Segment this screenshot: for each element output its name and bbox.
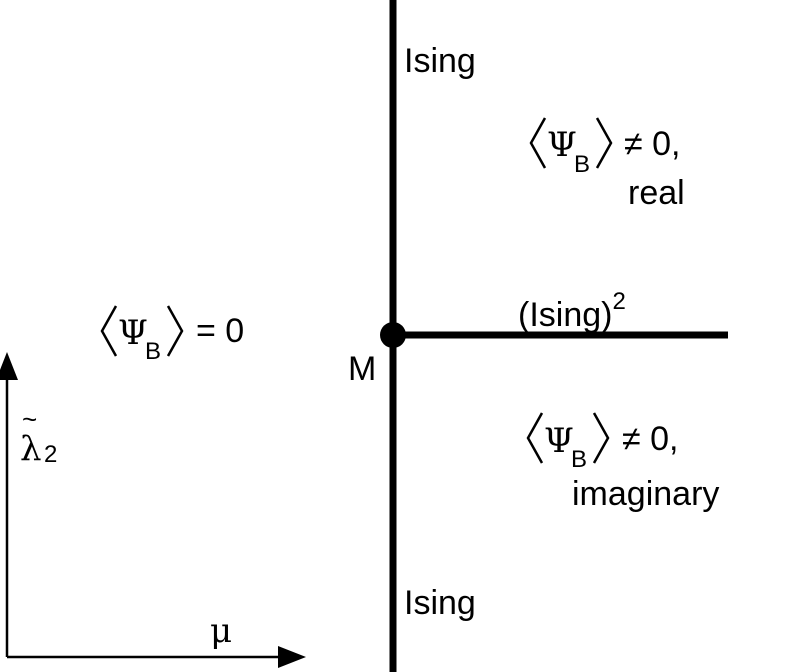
y-axis-label: ~ λ 2	[20, 404, 57, 469]
lower-ising-label: Ising	[404, 584, 476, 622]
upper-ising-label: Ising	[404, 42, 476, 80]
right-angle-bracket-icon	[595, 117, 613, 169]
region-upper-right-symbol: Ψ	[547, 125, 577, 165]
x-axis-label: μ	[210, 611, 232, 651]
y-axis-label-accent: ~	[22, 404, 37, 434]
ising-squared-label: (Ising)2	[518, 288, 626, 334]
multicritical-point-label: M	[348, 350, 376, 388]
right-angle-bracket-icon	[166, 305, 184, 357]
region-upper-right-qualifier: real	[628, 174, 685, 212]
left-angle-bracket-icon	[529, 117, 547, 169]
region-upper-right-relation: ≠ 0,	[624, 125, 680, 163]
y-axis-label-symbol: λ	[20, 429, 42, 469]
y-axis-label-subscript: 2	[44, 441, 57, 468]
region-upper-right-expression: Ψ B ≠ 0, real	[529, 117, 685, 212]
region-left-relation: = 0	[196, 312, 244, 350]
region-left-symbol: Ψ	[118, 313, 148, 353]
region-lower-right-relation: ≠ 0,	[622, 420, 678, 458]
region-lower-right-expression: Ψ B ≠ 0, imaginary	[526, 412, 719, 513]
left-angle-bracket-icon	[100, 305, 118, 357]
region-lower-right-symbol: Ψ	[544, 421, 574, 461]
region-left-subscript: B	[145, 338, 161, 365]
region-lower-right-qualifier: imaginary	[572, 475, 719, 513]
region-left-expression: Ψ B = 0	[100, 305, 244, 365]
y-axis-arrowhead-icon	[0, 352, 18, 380]
left-angle-bracket-icon	[526, 412, 544, 464]
right-angle-bracket-icon	[592, 412, 610, 464]
region-upper-right-subscript: B	[574, 151, 590, 178]
ising-squared-base: (Ising)	[518, 296, 612, 334]
ising-squared-exponent: 2	[612, 288, 625, 315]
region-lower-right-subscript: B	[571, 446, 587, 473]
multicritical-point-marker	[380, 322, 406, 348]
x-axis-arrowhead-icon	[278, 646, 306, 668]
